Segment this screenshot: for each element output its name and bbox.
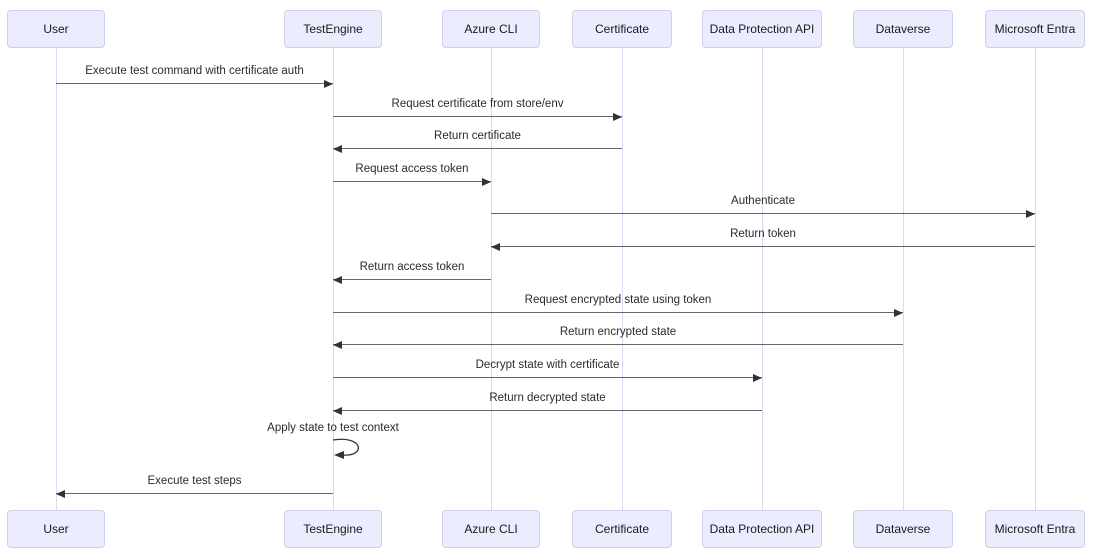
message-label: Return access token (359, 261, 465, 273)
message-label: Execute test steps (147, 475, 242, 487)
message-label: Request access token (355, 163, 469, 175)
participant-box-top-0: User (7, 10, 105, 48)
lifeline-0 (55, 48, 57, 510)
message-label: Execute test command with certificate au… (85, 65, 304, 77)
participant-box-bottom-0: User (7, 510, 105, 548)
arrowhead-icon (894, 308, 903, 317)
participant-box-top-1: TestEngine (284, 10, 382, 48)
arrowhead-icon (333, 340, 342, 349)
message-label: Request certificate from store/env (391, 98, 564, 110)
message-arrow-line (491, 246, 1035, 248)
message-label: Apply state to test context (267, 422, 399, 434)
message-label: Return encrypted state (559, 326, 677, 338)
message-label: Request encrypted state using token (524, 294, 712, 306)
lifeline-4 (761, 48, 763, 510)
arrowhead-icon (753, 373, 762, 382)
participant-label: Data Protection API (709, 522, 815, 536)
participant-box-top-4: Data Protection API (702, 10, 822, 48)
arrowhead-icon (1026, 209, 1035, 218)
message-arrow-line (333, 279, 491, 281)
participant-box-bottom-2: Azure CLI (442, 510, 540, 548)
lifeline-5 (902, 48, 904, 510)
message-arrow-line (333, 377, 762, 379)
self-loop-arrow (332, 438, 360, 459)
message-arrow-line (333, 116, 622, 118)
message-label: Authenticate (731, 195, 795, 207)
participant-box-top-3: Certificate (572, 10, 672, 48)
participant-box-bottom-4: Data Protection API (702, 510, 822, 548)
participant-label: User (43, 522, 69, 536)
lifeline-6 (1034, 48, 1036, 510)
participant-label: Dataverse (875, 522, 931, 536)
participant-label: Azure CLI (464, 522, 518, 536)
message-arrow-line (333, 312, 903, 314)
message-arrow-line (56, 493, 333, 495)
participant-box-top-6: Microsoft Entra (985, 10, 1085, 48)
participant-label: Microsoft Entra (994, 22, 1076, 36)
participant-label: Data Protection API (709, 22, 815, 36)
message-label: Decrypt state with certificate (475, 359, 620, 371)
arrowhead-icon (491, 242, 500, 251)
participant-box-bottom-5: Dataverse (853, 510, 953, 548)
message-arrow-line (491, 213, 1035, 215)
message-arrow-line (56, 83, 333, 85)
message-label: Return decrypted state (489, 392, 606, 404)
participant-label: Dataverse (875, 22, 931, 36)
arrowhead-icon (613, 112, 622, 121)
arrowhead-icon (324, 79, 333, 88)
message-arrow-line (333, 181, 491, 183)
participant-box-bottom-3: Certificate (572, 510, 672, 548)
participant-label: Certificate (594, 22, 650, 36)
participant-label: TestEngine (303, 522, 363, 536)
participant-label: Microsoft Entra (994, 522, 1076, 536)
participant-box-top-5: Dataverse (853, 10, 953, 48)
lifeline-3 (621, 48, 623, 510)
participant-label: Certificate (594, 522, 650, 536)
message-arrow-line (333, 410, 762, 412)
participant-label: User (43, 22, 69, 36)
message-label: Return certificate (434, 130, 521, 142)
message-arrow-line (333, 344, 903, 346)
message-label: Return token (730, 228, 796, 240)
message-arrow-line (333, 148, 622, 150)
arrowhead-icon (333, 406, 342, 415)
arrowhead-icon (56, 489, 65, 498)
lifeline-2 (490, 48, 492, 510)
participant-label: Azure CLI (464, 22, 518, 36)
participant-box-top-2: Azure CLI (442, 10, 540, 48)
participant-label: TestEngine (303, 22, 363, 36)
arrowhead-icon (333, 144, 342, 153)
arrowhead-icon (482, 177, 491, 186)
participant-box-bottom-6: Microsoft Entra (985, 510, 1085, 548)
participant-box-bottom-1: TestEngine (284, 510, 382, 548)
arrowhead-icon (333, 275, 342, 284)
